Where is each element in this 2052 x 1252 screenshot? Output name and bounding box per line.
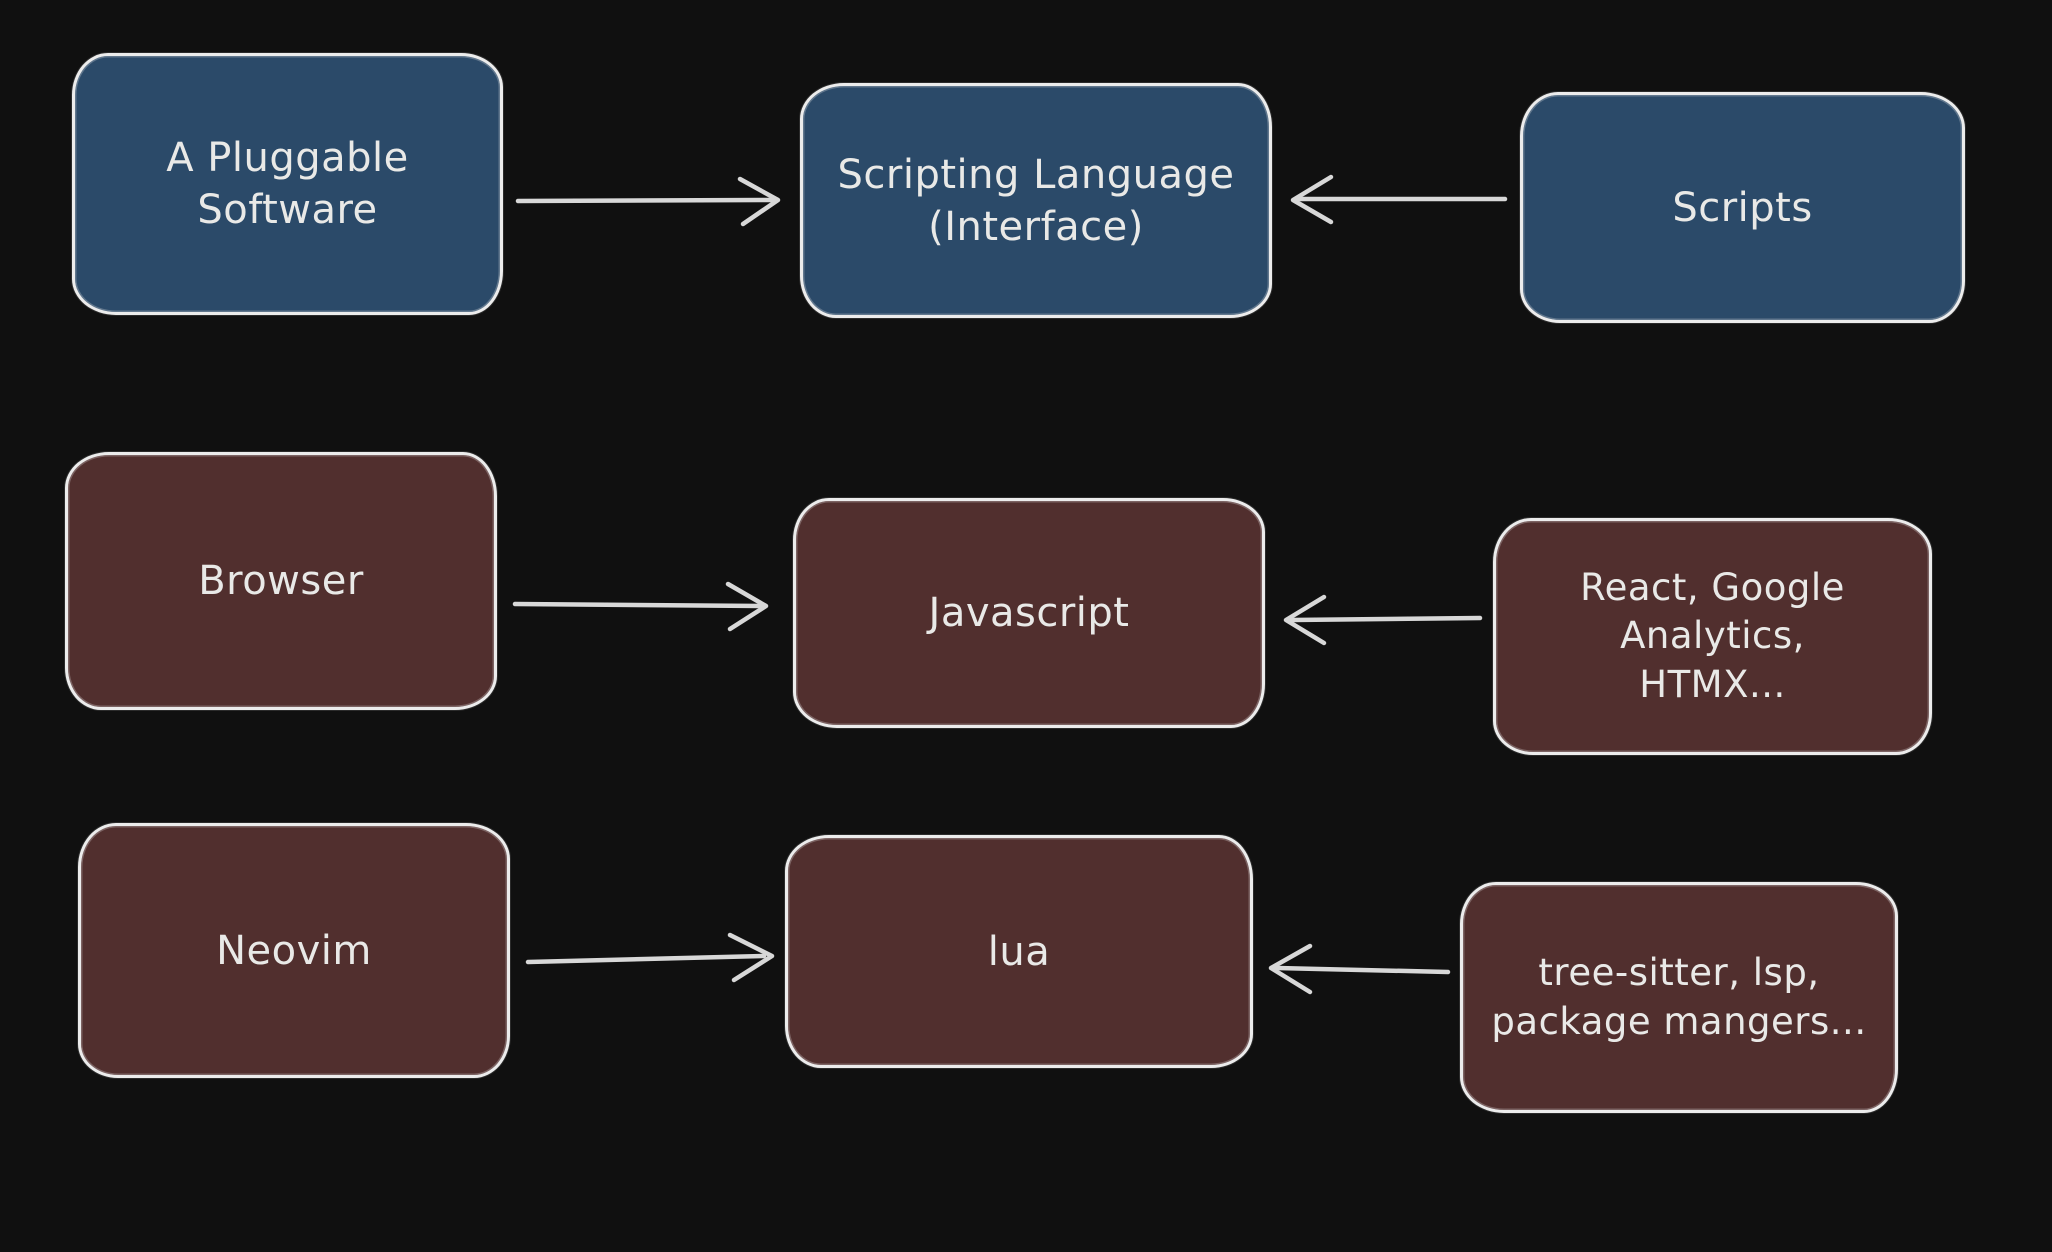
arrow-left-icon-weblibs-to-javascript: [1283, 594, 1483, 646]
node-scripts-label: Scripts: [1672, 184, 1813, 231]
node-neovim-tools[interactable]: tree-sitter, lsp, package mangers...: [1460, 882, 1898, 1113]
arrow-right-icon-pluggable-to-scripting: [515, 176, 781, 227]
node-neovim[interactable]: Neovim: [78, 823, 510, 1078]
node-neovim-label: Neovim: [216, 927, 372, 974]
node-javascript[interactable]: Javascript: [793, 498, 1265, 728]
node-web-libraries[interactable]: React, Google Analytics, HTMX...: [1493, 518, 1932, 755]
arrow-left-icon-nvimtools-to-lua: [1268, 943, 1451, 995]
node-scripting-language[interactable]: Scripting Language (Interface): [800, 83, 1272, 318]
node-pluggable-software-label: A Pluggable Software: [166, 135, 409, 233]
node-pluggable-software[interactable]: A Pluggable Software: [72, 53, 503, 315]
arrow-left-icon-scripts-to-scripting: [1290, 174, 1508, 225]
node-javascript-label: Javascript: [928, 590, 1130, 636]
arrow-right-icon-neovim-to-lua: [525, 932, 775, 983]
node-lua-label: lua: [987, 928, 1051, 975]
node-web-libraries-label: React, Google Analytics, HTMX...: [1580, 566, 1845, 706]
node-scripting-language-label: Scripting Language (Interface): [837, 151, 1235, 250]
arrow-right-icon-browser-to-javascript: [512, 581, 769, 632]
node-browser[interactable]: Browser: [65, 452, 497, 710]
node-scripts[interactable]: Scripts: [1520, 92, 1965, 323]
node-neovim-tools-label: tree-sitter, lsp, package mangers...: [1491, 951, 1867, 1043]
node-lua[interactable]: lua: [785, 835, 1253, 1068]
node-browser-label: Browser: [198, 558, 364, 604]
